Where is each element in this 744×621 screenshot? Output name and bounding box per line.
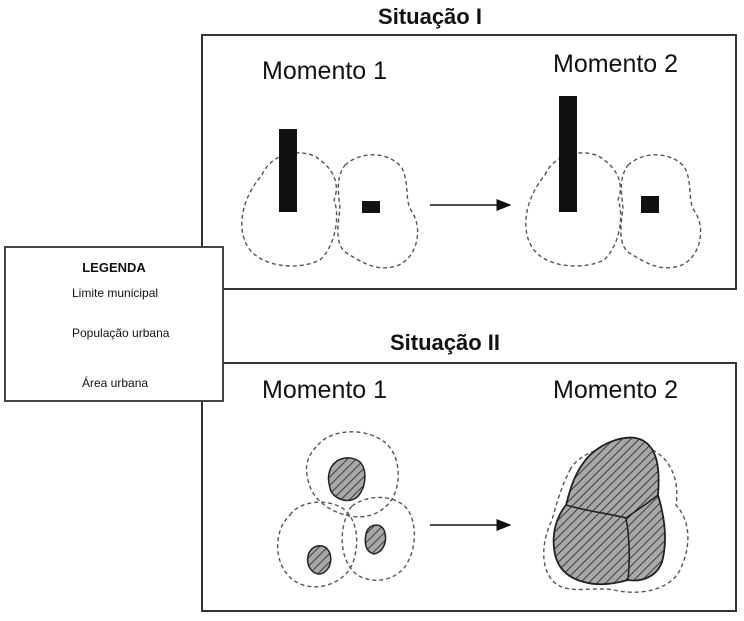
urban-area-shape — [327, 457, 366, 502]
situation-1-moment-1-label: Momento 1 — [262, 57, 388, 85]
situation-2-moment-1-drawing — [276, 431, 416, 588]
municipal-boundary-right — [337, 154, 419, 269]
situation-2-title: Situação II — [389, 330, 501, 355]
legend-title: LEGENDA — [82, 260, 146, 275]
municipal-boundary-left — [525, 152, 622, 267]
urban-population-bar — [279, 129, 297, 212]
situation-2-moment-2-label: Momento 2 — [553, 376, 679, 404]
municipal-boundary-left — [241, 152, 338, 267]
legend-item-municipal-boundary-label: Limite municipal — [72, 286, 159, 300]
municipal-boundary-right — [620, 154, 702, 269]
urban-population-bar — [559, 96, 577, 212]
urban-area-shape — [552, 436, 666, 586]
situation-1-moment-2-label: Momento 2 — [553, 50, 679, 78]
situation-1-moment-1-drawing — [241, 129, 419, 269]
urban-population-bar — [641, 196, 659, 213]
situation-1-moment-2-drawing — [525, 96, 702, 269]
urban-area-shape — [364, 524, 387, 555]
situation-2-moment-2-drawing — [543, 436, 689, 593]
legend-item-urban-area-label: Área urbana — [82, 376, 149, 390]
urban-population-bar — [362, 201, 380, 213]
urban-area-division-line — [625, 494, 659, 519]
municipal-boundary-right — [341, 496, 416, 581]
situation-1-title: Situação I — [378, 4, 482, 29]
situation-2-moment-1-label: Momento 1 — [262, 376, 388, 404]
municipal-boundary-left — [276, 501, 358, 588]
urban-area-shape — [306, 545, 332, 575]
legend-box: LEGENDA Limite municipal População urban… — [4, 246, 224, 402]
legend-item-urban-population-label: População urbana — [72, 326, 170, 340]
